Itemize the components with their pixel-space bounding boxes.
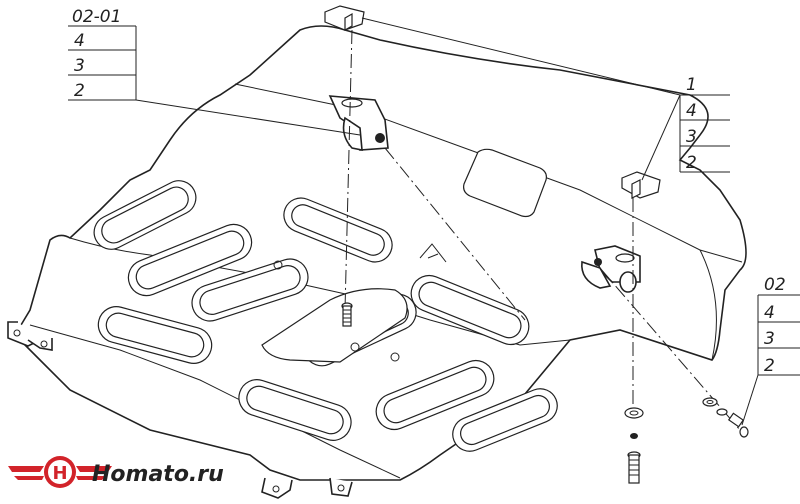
callout-label: 02 xyxy=(764,275,786,295)
plate-right-lip xyxy=(699,249,717,361)
callout-label: 2 xyxy=(74,81,85,101)
small-hole xyxy=(390,352,400,362)
left-tab-hole xyxy=(13,329,21,337)
callout-label: 3 xyxy=(686,127,697,147)
callout-label: 4 xyxy=(686,101,697,121)
rib-oval xyxy=(105,312,205,358)
logo-letter: H xyxy=(52,463,67,484)
bottom-tab-hole xyxy=(272,485,280,493)
callout-top-right: 1 4 3 2 xyxy=(686,75,697,173)
bottom-tab-hole-2 xyxy=(337,484,345,492)
top-left-plate-nut xyxy=(324,5,365,32)
direction-arrow-mark xyxy=(419,243,447,263)
left-bolt xyxy=(341,302,353,327)
right-mount-bracket xyxy=(581,245,641,293)
callout-label: 02-01 xyxy=(72,7,121,27)
plate-hatch-opening xyxy=(463,148,547,218)
assembly-axis xyxy=(384,147,526,321)
rib-oval xyxy=(291,204,385,256)
logo-wing-right xyxy=(76,466,112,472)
callout-label: 3 xyxy=(764,329,775,349)
callout-bottom-right: 02 4 3 2 xyxy=(764,275,786,376)
small-hole xyxy=(350,342,360,352)
centre-fastener-stack xyxy=(624,407,644,484)
stiffening-ribs xyxy=(93,180,558,452)
bottom-tab-right xyxy=(329,477,353,497)
rib-oval xyxy=(135,230,245,290)
callout-top-left: 02-01 4 3 2 xyxy=(72,7,121,101)
right-fastener-stack xyxy=(702,397,749,438)
plate-service-cutout xyxy=(261,288,408,363)
rib-oval xyxy=(101,186,189,244)
rib-oval xyxy=(199,265,301,315)
top-right-plate-nut xyxy=(621,171,661,199)
rib-oval xyxy=(383,366,487,424)
left-tab-hole-2 xyxy=(40,340,48,348)
rib-oval xyxy=(460,394,550,446)
logo-wing-left xyxy=(8,466,44,472)
callout-label: 2 xyxy=(686,153,697,173)
callout-label: 3 xyxy=(74,56,85,76)
callout-label: 4 xyxy=(74,31,85,51)
rib-oval xyxy=(418,281,522,339)
rib-oval xyxy=(246,385,344,435)
brand-name: Homato.ru xyxy=(92,462,224,487)
left-tab-lower xyxy=(27,338,53,351)
small-hole xyxy=(273,260,283,270)
callout-label: 1 xyxy=(686,75,697,95)
callout-label: 4 xyxy=(764,303,775,323)
leader-lines xyxy=(68,17,800,426)
bottom-tab-left xyxy=(261,477,293,499)
homato-logo: H Homato.ru xyxy=(8,456,224,488)
callout-label: 2 xyxy=(764,356,775,376)
